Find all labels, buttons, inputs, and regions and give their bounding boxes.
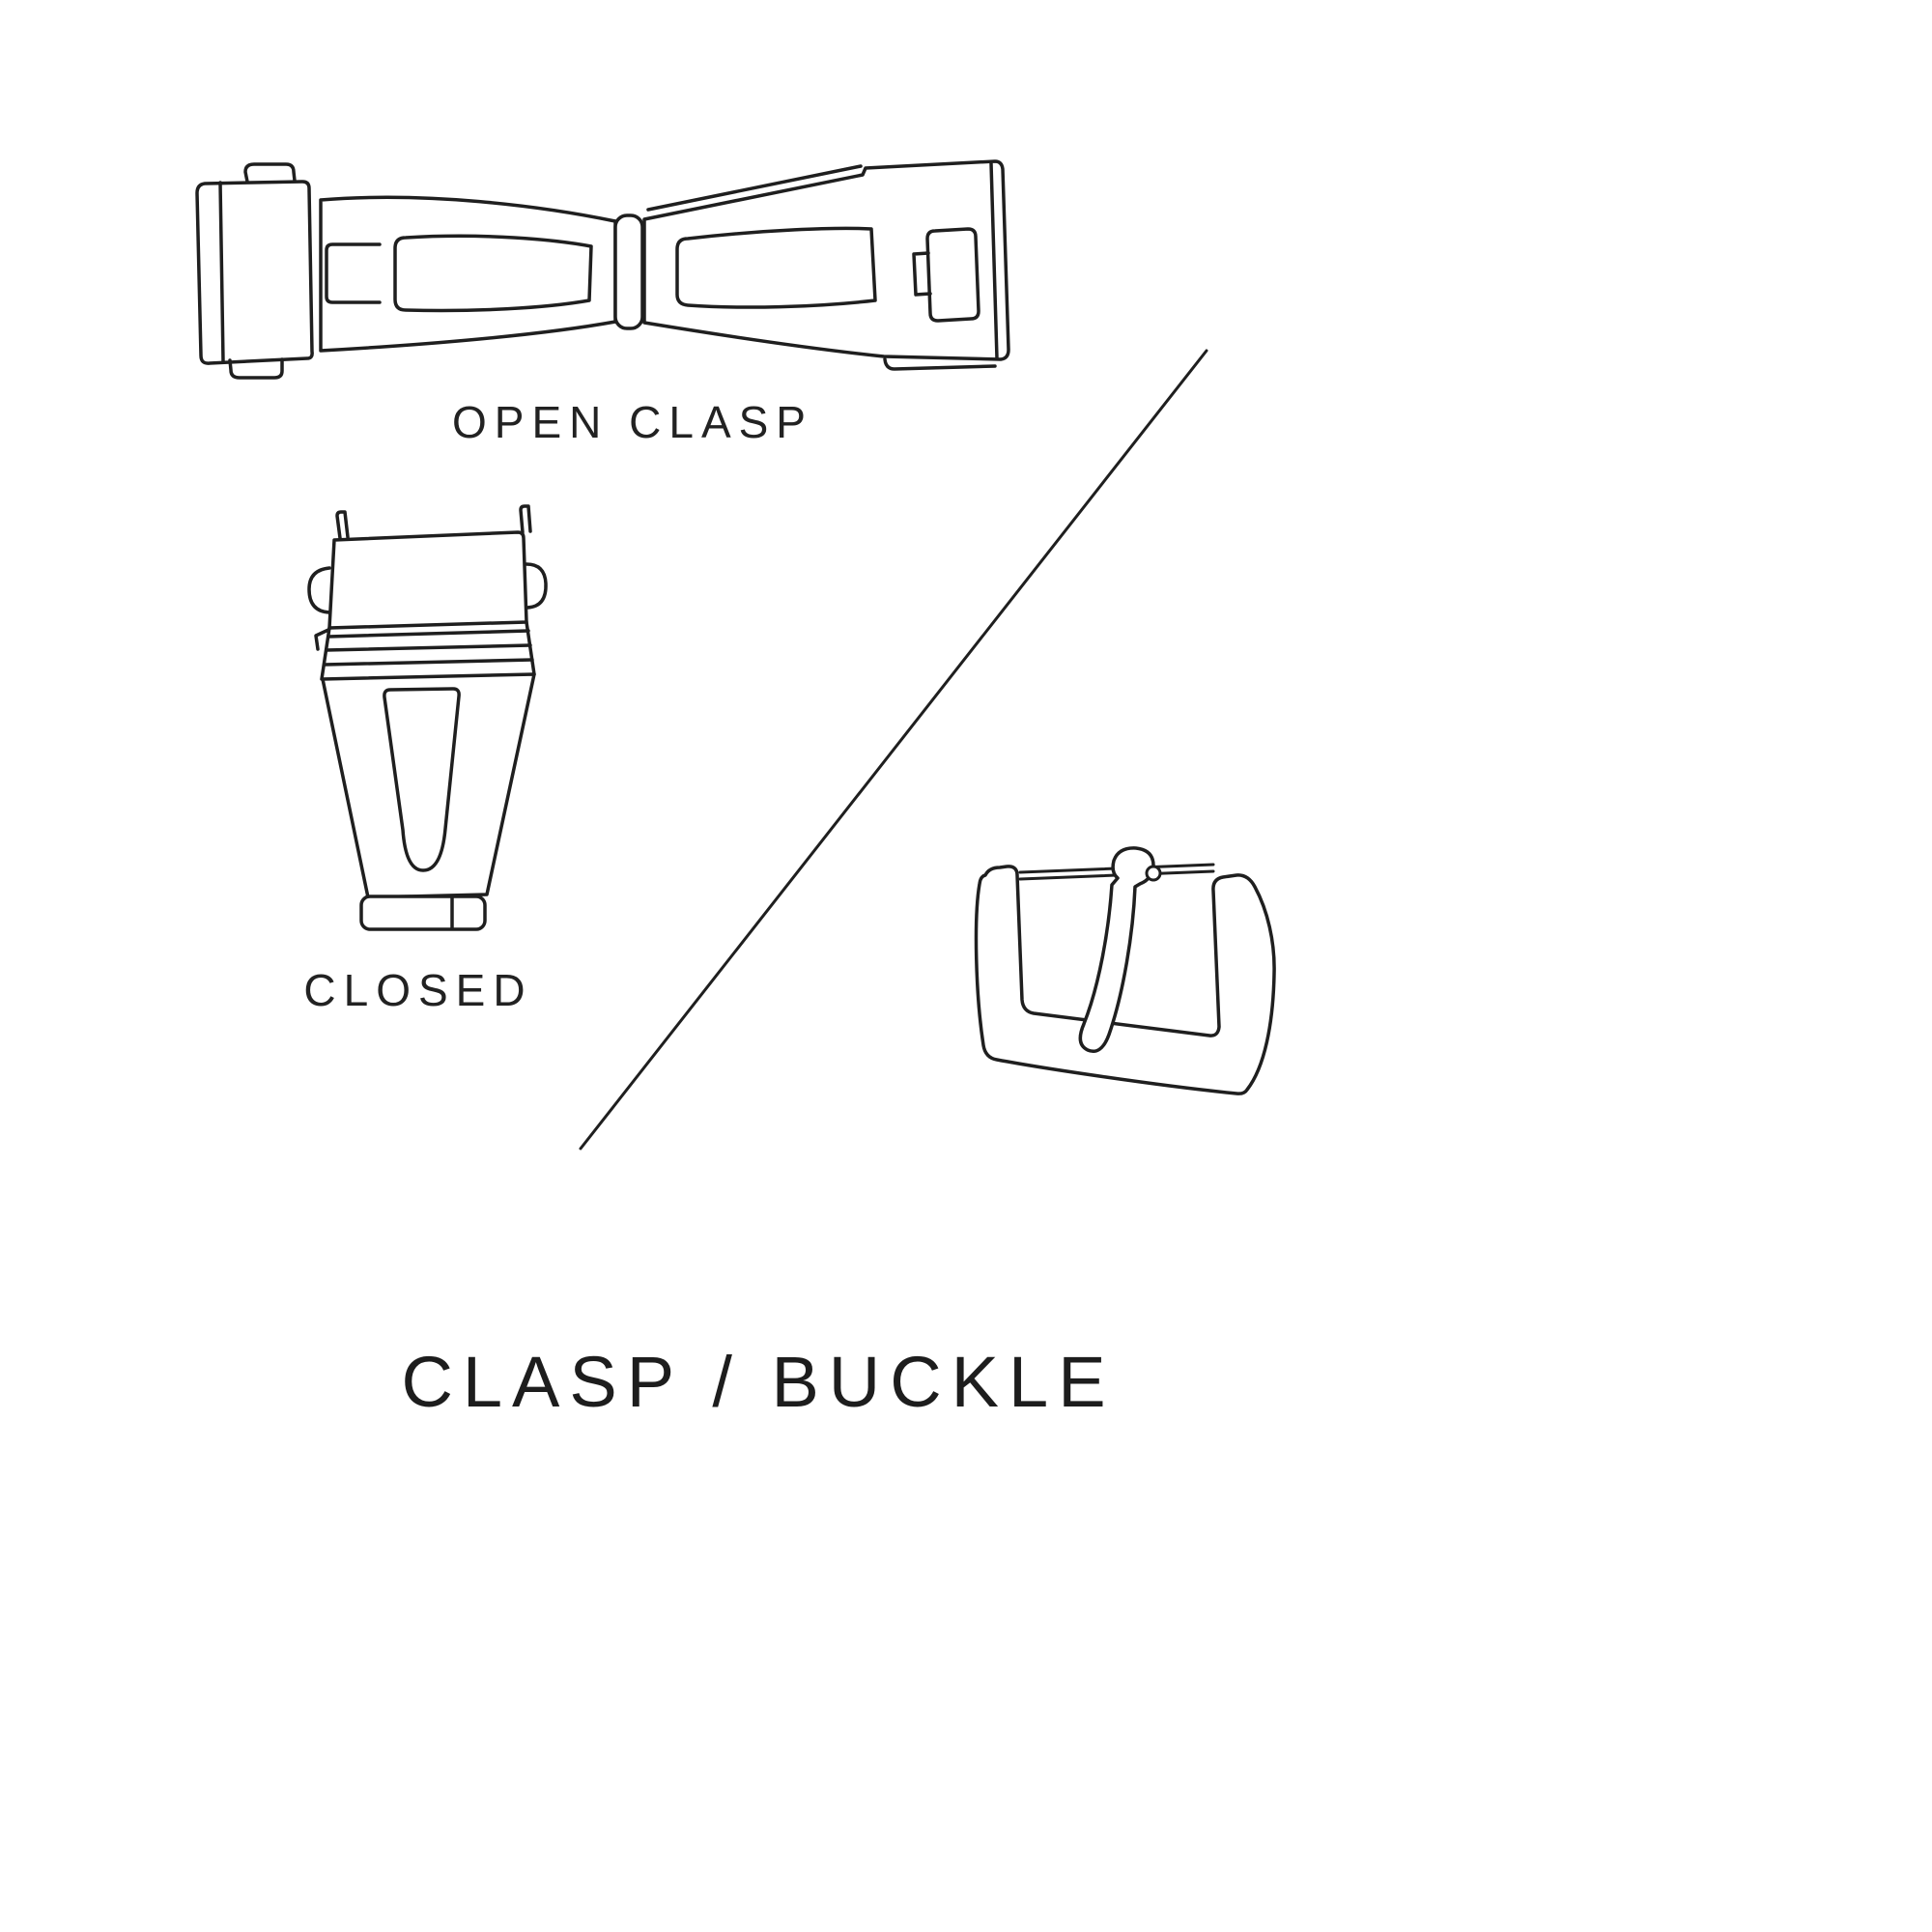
- open-clasp-illustration: [197, 161, 1009, 378]
- open-clasp-hinge: [615, 215, 642, 328]
- closed-clasp-left-prong: [337, 512, 348, 538]
- closed-clasp-body-slot: [384, 689, 459, 870]
- open-clasp-right-bottom-lip: [885, 359, 995, 369]
- closed-clasp-label: CLOSED: [303, 965, 533, 1015]
- open-clasp-left-cover-edge: [220, 183, 223, 361]
- open-clasp-left-arm-outline: [321, 197, 615, 351]
- open-clasp-pusher-notch: [327, 244, 380, 302]
- buckle-frame-outline: [977, 867, 1275, 1094]
- open-clasp-catch-hook: [914, 253, 930, 295]
- open-clasp-right-arm-outline: [644, 161, 1009, 359]
- closed-clasp-right-prong: [521, 506, 530, 532]
- open-clasp-right-arm-inner: [677, 228, 875, 307]
- divider-line: [581, 351, 1207, 1149]
- closed-clasp-bottom-bar: [361, 896, 485, 929]
- open-clasp-left-arm-inner: [395, 236, 591, 310]
- closed-clasp-right-ear: [526, 564, 546, 608]
- closed-clasp-band-line-3: [325, 660, 532, 665]
- closed-clasp-top-block: [329, 532, 526, 628]
- open-clasp-left-bottom-bump: [230, 359, 282, 378]
- buckle-prong: [1080, 848, 1153, 1051]
- closed-clasp-body-outline: [323, 674, 534, 897]
- open-clasp-catch: [927, 229, 979, 321]
- open-clasp-right-arm-topline: [648, 166, 861, 210]
- open-clasp-left-cover-outline: [197, 182, 312, 363]
- buckle-pin-loop: [1147, 867, 1160, 880]
- closed-clasp-band-line-1: [328, 631, 528, 637]
- closed-clasp-illustration: [309, 506, 546, 929]
- closed-clasp-band-line-2: [327, 645, 530, 650]
- closed-clasp-left-ear: [309, 568, 329, 612]
- open-clasp-right-end-edge: [991, 163, 997, 358]
- open-clasp-label: OPEN CLASP: [452, 397, 813, 447]
- open-clasp-left-top-bump: [245, 164, 295, 182]
- closed-clasp-band-notch: [316, 630, 328, 649]
- buckle-illustration: [977, 848, 1275, 1094]
- page-title: CLASP / BUCKLE: [401, 1342, 1116, 1422]
